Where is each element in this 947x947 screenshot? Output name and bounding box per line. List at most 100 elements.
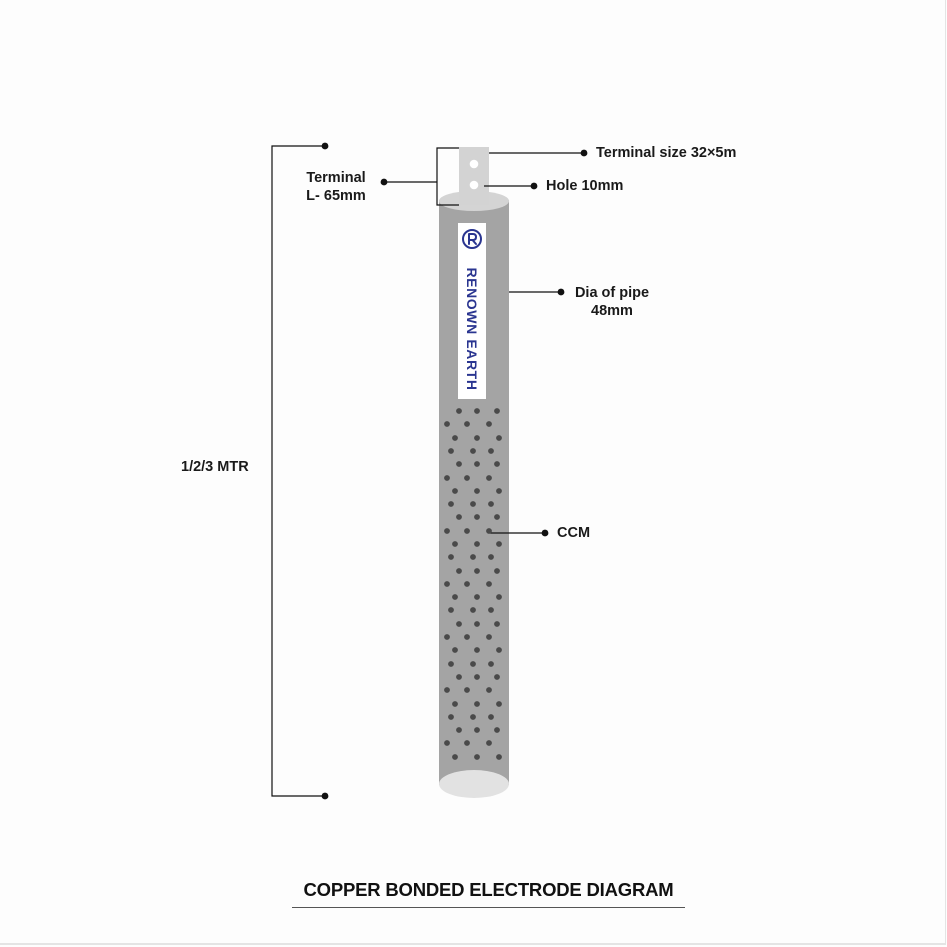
ccm-dot [541,529,549,537]
perforation-dot [456,674,462,680]
perforation-dot [444,581,450,587]
perforation-dot [486,581,492,587]
perforation-dot [494,514,500,520]
perforation-dot [496,488,502,494]
perforation-dot [444,740,450,746]
perforation-dot [488,554,494,560]
perforation-dot [470,661,476,667]
perforation-dot [452,647,458,653]
perforation-dot [444,475,450,481]
perforation-dot [494,674,500,680]
perforation-dot [496,754,502,760]
perforation-dot [474,727,480,733]
perforation-dot [486,421,492,427]
perforation-dot [444,528,450,534]
pipe-diameter-label: Dia of pipe 48mm [563,284,661,320]
perforation-dot [494,727,500,733]
perforation-dot [486,740,492,746]
perforation-dot [474,461,480,467]
perforation-dot [456,461,462,467]
perforation-dot [488,607,494,613]
perforation-dot [488,501,494,507]
perforation-dot [474,568,480,574]
pipe-diameter-line2: 48mm [591,303,633,319]
perforation-dot [452,488,458,494]
perforation-dot [464,421,470,427]
perforation-dot [470,501,476,507]
brand-sticker: RENOWN EARTH [458,223,486,399]
perforation-dot [488,661,494,667]
perforation-dot [474,701,480,707]
perforation-dot [444,634,450,640]
perforation-dot [486,687,492,693]
perforation-dot [474,754,480,760]
perforation-dot [448,661,454,667]
perforation-dot [456,514,462,520]
terminal-size-label: Terminal size 32×5m [596,145,737,161]
perforation-dot [474,594,480,600]
perforation-dot [474,647,480,653]
length-label: 1/2/3 MTR [181,459,249,475]
terminal-hole-top [469,159,479,169]
perforation-dot [444,421,450,427]
perforation-dot [496,541,502,547]
pipe-diameter-line1: Dia of pipe [574,285,650,301]
perforation-dot [464,528,470,534]
perforation-dot [496,435,502,441]
length-bracket [271,145,325,797]
perforation-dot [448,501,454,507]
perforation-dot [494,621,500,627]
perforation-dot [496,701,502,707]
perforation-dot [464,475,470,481]
perforation-dot [456,568,462,574]
perforation-dot [488,714,494,720]
perforation-dot [456,408,462,414]
perforation-dot [474,621,480,627]
terminal-length-dot [380,178,388,186]
perforation-dot [470,714,476,720]
perforation-dot [494,568,500,574]
hole-dot [530,182,538,190]
perforation-dot [456,621,462,627]
perforation-dot [486,475,492,481]
dia-dot [557,288,565,296]
perforation-dot [488,448,494,454]
perforation-dot [496,647,502,653]
leader-lines [384,152,584,534]
ccm-label: CCM [557,525,591,541]
terminal-length-label: Terminal L- 65mm [296,169,376,205]
length-bracket-top-dot [321,142,329,150]
perforation-dot [456,727,462,733]
terminal-plate [459,147,489,205]
perforation-dot [448,448,454,454]
perforation-dot [470,607,476,613]
perforation-dot [452,701,458,707]
perforation-dot [448,714,454,720]
perforation-dot [474,488,480,494]
perforation-dot [464,581,470,587]
perforation-dot [448,607,454,613]
perforation-dot [452,435,458,441]
terminal-bracket [436,147,459,206]
perforation-dot [470,448,476,454]
caption-underline [292,907,685,908]
perforation-dot [452,541,458,547]
perforation-dot [452,754,458,760]
perforation-dot [464,740,470,746]
perforation-dot [474,514,480,520]
renown-r-logo-icon [462,229,482,249]
terminal-length-line2: L- 65mm [306,188,366,204]
length-bracket-bottom-dot [321,792,329,800]
pipe-perforations [444,408,502,760]
perforation-dot [486,528,492,534]
perforation-dot [474,435,480,441]
perforation-dot [474,408,480,414]
terminal-hole-bottom [469,180,479,190]
pipe-bottom-end [439,770,509,798]
perforation-dot [448,554,454,560]
brand-name: RENOWN EARTH [464,267,480,391]
perforation-dot [444,687,450,693]
perforation-dot [474,674,480,680]
perforation-dot [486,634,492,640]
